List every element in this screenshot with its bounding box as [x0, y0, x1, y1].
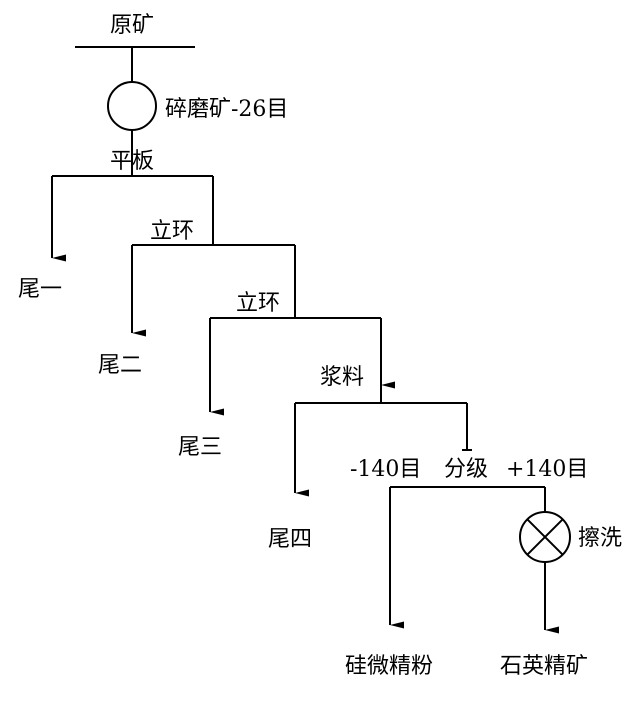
- scrubber-cross-b: [526, 518, 564, 556]
- classify-label: 分级: [444, 457, 488, 482]
- plus-mesh-label: +140目: [506, 457, 588, 482]
- ore-label: 原矿: [110, 13, 154, 38]
- scrub-label: 擦洗: [578, 526, 622, 551]
- silica-powder-label: 硅微精粉: [345, 654, 433, 679]
- grind-label: 碎磨矿-26目: [165, 97, 288, 122]
- tail-2-label: 尾二: [98, 353, 142, 378]
- quartz-concentrate-label: 石英精矿: [500, 654, 588, 679]
- minus-mesh-label: -140目: [350, 457, 421, 482]
- grinding-mill-symbol: [107, 81, 157, 131]
- vertical-ring-2-label: 立环: [236, 291, 280, 316]
- tail-1-label: 尾一: [18, 277, 62, 302]
- tail-4-label: 尾四: [268, 527, 312, 552]
- flat-plate-label: 平板: [110, 149, 154, 174]
- slurry-label: 浆料: [320, 365, 364, 390]
- tail-3-label: 尾三: [178, 435, 222, 460]
- vertical-ring-1-label: 立环: [150, 219, 194, 244]
